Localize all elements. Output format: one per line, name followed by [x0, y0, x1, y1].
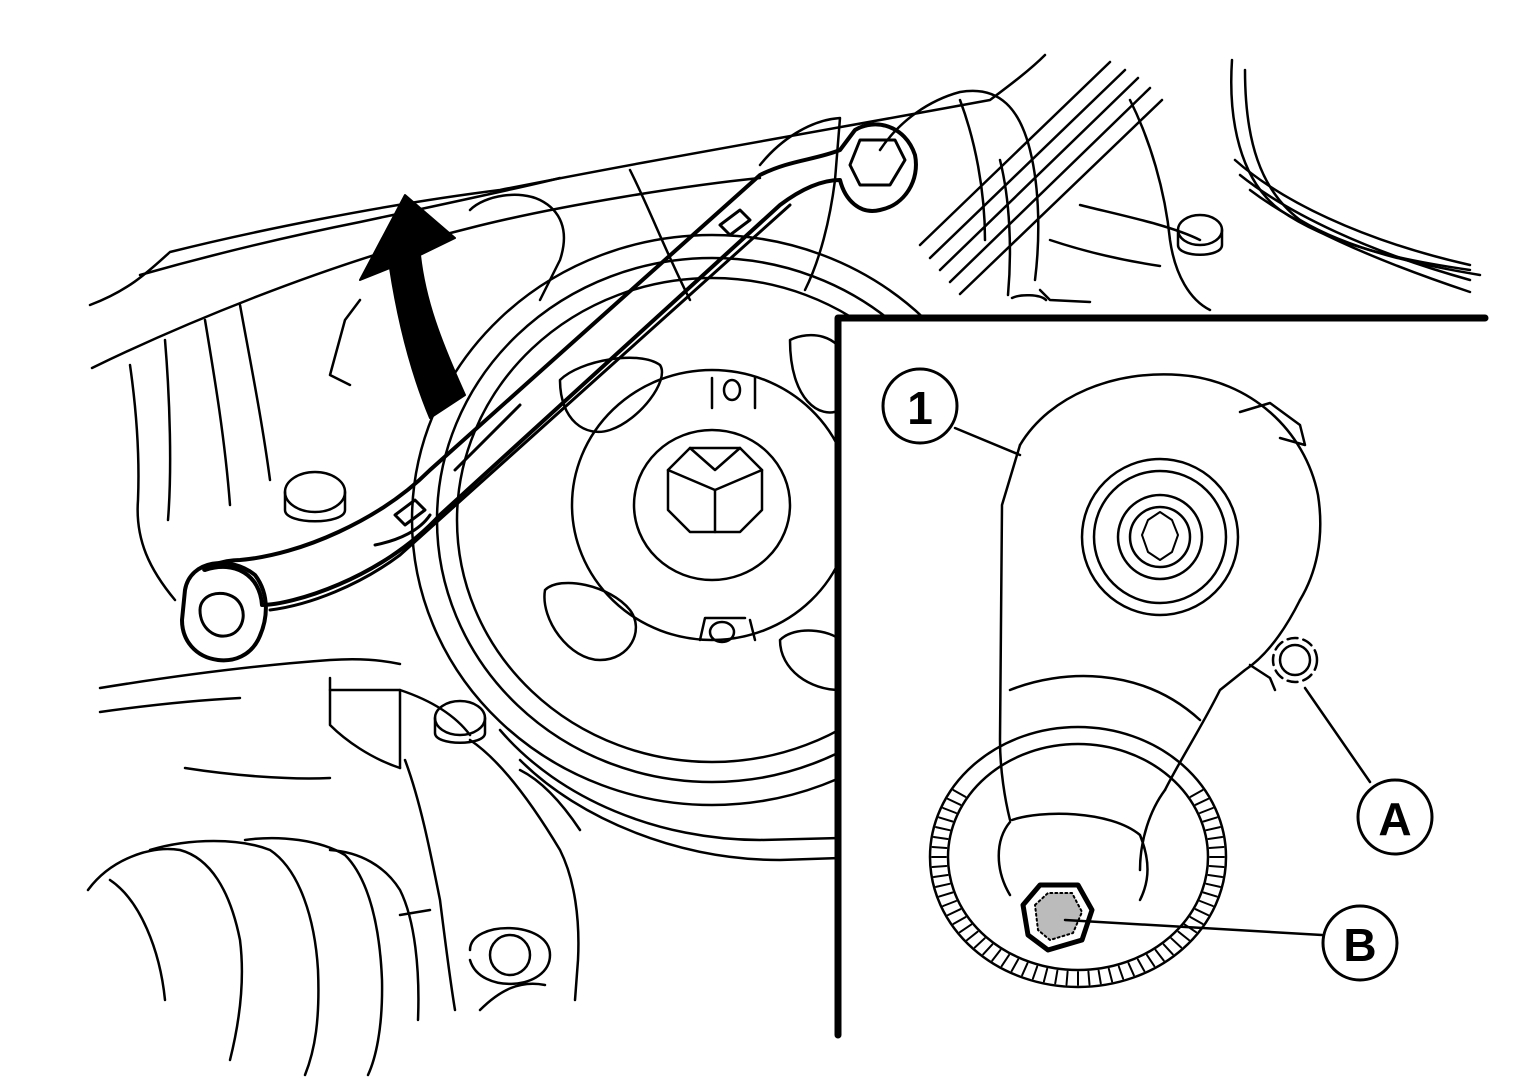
ring-tooth	[1065, 970, 1069, 986]
ring-tooth	[1177, 930, 1190, 942]
ring-tooth	[1054, 969, 1059, 985]
ring-tooth	[1042, 967, 1049, 983]
ring-tooth	[1189, 916, 1204, 925]
ring-tooth	[1154, 949, 1165, 962]
box-end-wrench-icon	[180, 122, 918, 663]
ring-tooth	[1010, 958, 1020, 972]
ring-tooth	[1202, 891, 1218, 898]
ring-tooth	[1087, 970, 1091, 986]
callout-a	[1356, 778, 1434, 856]
ring-tooth	[958, 923, 973, 934]
callout-1-label: 1	[907, 382, 933, 434]
idler-ring-teeth	[931, 789, 1225, 986]
ring-tooth	[1208, 865, 1225, 868]
ring-tooth	[1031, 965, 1039, 980]
ring-tooth	[935, 882, 951, 888]
curved-arrow-icon	[359, 194, 466, 419]
callout-b	[1321, 904, 1399, 982]
ring-tooth	[942, 807, 957, 814]
ring-tooth	[1208, 846, 1225, 849]
ring-tooth	[1107, 967, 1114, 983]
ring-tooth	[1162, 943, 1174, 956]
ring-tooth	[952, 916, 967, 925]
pin-a	[1248, 636, 1319, 692]
ring-tooth	[931, 865, 948, 868]
ring-tooth	[1136, 958, 1146, 972]
bolt-top-right	[1176, 213, 1224, 256]
ring-tooth	[1205, 826, 1221, 832]
ring-tooth	[973, 937, 986, 949]
ring-tooth	[938, 891, 954, 898]
timing-mark-top	[710, 376, 757, 410]
ring-tooth	[932, 874, 949, 878]
crank-bolt	[666, 446, 764, 534]
ring-tooth	[1117, 965, 1125, 980]
callout-1	[881, 367, 959, 445]
ring-tooth	[1097, 969, 1102, 985]
ring-tooth	[935, 826, 951, 832]
ring-tooth	[1170, 937, 1183, 949]
ring-tooth	[932, 836, 949, 840]
ring-tooth	[1021, 962, 1029, 977]
callout-a-label: A	[1378, 793, 1411, 845]
ring-tooth	[1000, 954, 1010, 968]
drive-shaft-boot	[86, 836, 432, 1077]
ring-tooth	[1202, 816, 1218, 823]
ring-tooth	[1199, 807, 1214, 814]
belt-tensioner	[928, 373, 1322, 989]
ring-tooth	[1194, 908, 1210, 917]
ring-tooth	[1127, 962, 1135, 977]
ring-tooth	[966, 930, 979, 942]
bolt-bottom	[433, 699, 487, 744]
ring-tooth	[1205, 882, 1221, 888]
ring-tooth	[938, 816, 954, 823]
ring-tooth	[1194, 797, 1210, 806]
ring-tooth	[991, 949, 1002, 962]
ring-tooth	[1207, 836, 1224, 840]
ring-tooth	[942, 900, 957, 907]
ring-tooth	[1207, 874, 1224, 878]
ring-tooth	[1146, 954, 1156, 968]
callout-b-label: B	[1343, 919, 1376, 971]
ring-tooth	[931, 846, 948, 849]
ring-tooth	[946, 908, 962, 917]
ring-tooth	[952, 789, 967, 798]
ring-tooth	[1189, 789, 1204, 798]
ring-tooth	[982, 943, 994, 956]
ring-tooth	[1199, 900, 1214, 907]
timing-mark-bottom	[698, 616, 757, 644]
bolt-left	[283, 298, 362, 523]
bolt-lower-ring	[468, 926, 552, 985]
bolt-b	[1020, 882, 1095, 953]
ring-tooth	[946, 797, 962, 806]
leader-lines	[953, 426, 1372, 937]
